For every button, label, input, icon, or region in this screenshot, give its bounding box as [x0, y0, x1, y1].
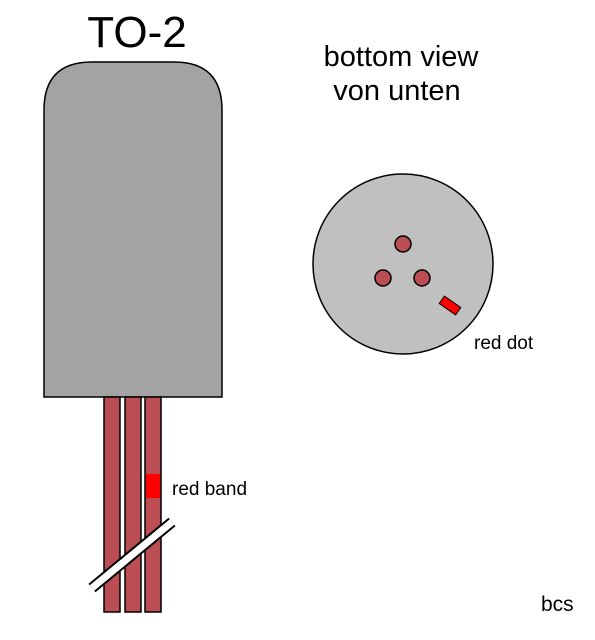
red-dot-label: red dot — [474, 333, 534, 354]
lead-break-mark — [88, 517, 176, 593]
von-unten-label: von unten — [333, 75, 460, 107]
base-circle — [312, 173, 494, 355]
credit-label: bcs — [541, 593, 574, 616]
red-band-label: red band — [172, 479, 247, 500]
package-body — [43, 61, 223, 398]
red-band-marker — [146, 474, 160, 498]
package-title: TO-2 — [87, 8, 186, 57]
red-dot-marker — [438, 295, 462, 316]
lead-right — [144, 396, 162, 613]
lead-left — [103, 396, 121, 613]
lead-middle — [124, 396, 142, 613]
pin-top — [394, 235, 412, 253]
bottom-view-label: bottom view — [324, 41, 480, 73]
pin-right — [413, 269, 431, 287]
pin-left — [374, 269, 392, 287]
